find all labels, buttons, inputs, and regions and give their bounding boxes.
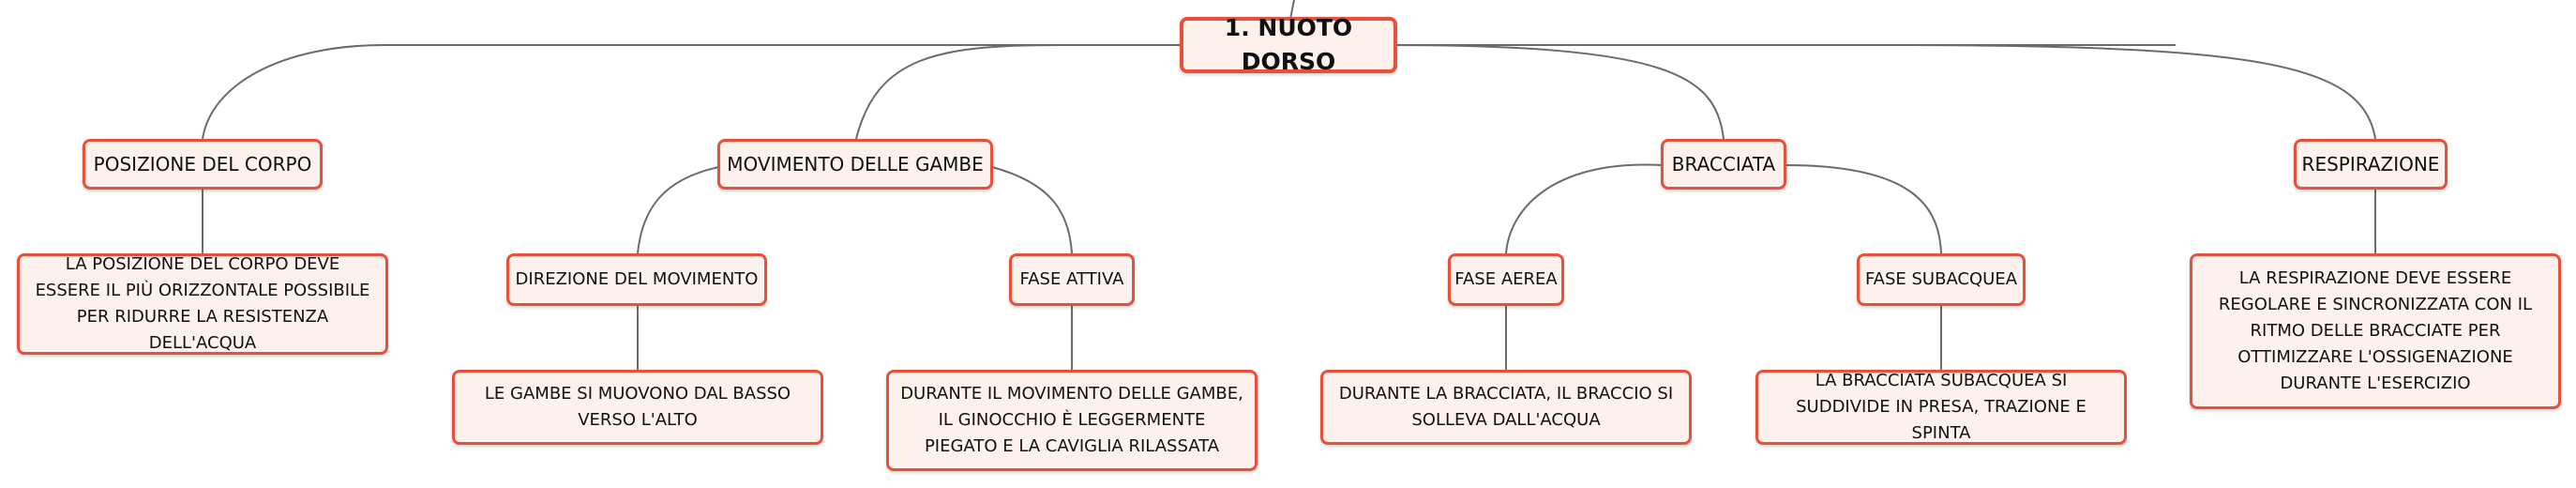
desc-text: LA BRACCIATA SUBACQUEA SI SUDDIVIDE IN P… [1796, 371, 2086, 443]
node-movimento-delle-gambe[interactable]: MOVIMENTO DELLE GAMBE [717, 139, 993, 190]
connector-root-parent [1289, 0, 1295, 20]
node-bracciata[interactable]: BRACCIATA [1661, 139, 1786, 190]
connector-root-gambe [855, 44, 1061, 140]
desc-posizione-del-corpo[interactable]: LA POSIZIONE DEL CORPO DEVE ESSERE IL PI… [17, 253, 388, 355]
node-label: MOVIMENTO DELLE GAMBE [727, 152, 984, 175]
connector-gambe-direzione [637, 166, 720, 254]
connector-root-respirazione [1875, 44, 2376, 140]
desc-fase-attiva[interactable]: DURANTE IL MOVIMENTO DELLE GAMBE, IL GIN… [886, 370, 1258, 471]
desc-text: DURANTE IL MOVIMENTO DELLE GAMBE, IL GIN… [900, 384, 1243, 456]
desc-text: DURANTE LA BRACCIATA, IL BRACCIO SI SOLL… [1338, 384, 1674, 430]
node-label: DIREZIONE DEL MOVIMENTO [515, 268, 759, 289]
node-fase-subacquea[interactable]: FASE SUBACQUEA [1857, 253, 2026, 306]
desc-text: LE GAMBE SI MUOVONO DAL BASSO VERSO L'AL… [484, 384, 791, 430]
node-label: FASE AEREA [1454, 268, 1558, 289]
root-label: 1. NUOTO DORSO [1224, 13, 1353, 75]
node-label: FASE ATTIVA [1019, 268, 1124, 289]
node-label: POSIZIONE DEL CORPO [93, 152, 312, 175]
connector-bracciata-fasesubacquea [1785, 164, 1942, 254]
node-posizione-del-corpo[interactable]: POSIZIONE DEL CORPO [83, 139, 323, 190]
desc-respirazione[interactable]: LA RESPIRAZIONE DEVE ESSERE REGOLARE E S… [2190, 253, 2561, 409]
node-respirazione[interactable]: RESPIRAZIONE [2294, 139, 2448, 190]
desc-direzione-del-movimento[interactable]: LE GAMBE SI MUOVONO DAL BASSO VERSO L'AL… [452, 370, 823, 445]
node-label: RESPIRAZIONE [2301, 152, 2440, 175]
connector-bracciata-faseaerea [1505, 163, 1663, 254]
desc-fase-aerea[interactable]: DURANTE LA BRACCIATA, IL BRACCIO SI SOLL… [1320, 370, 1692, 445]
connector-root-bracciata [1387, 44, 1725, 140]
desc-text: LA RESPIRAZIONE DEVE ESSERE REGOLARE E S… [2218, 268, 2533, 393]
desc-fase-subacquea[interactable]: LA BRACCIATA SUBACQUEA SI SUDDIVIDE IN P… [1755, 370, 2127, 445]
node-direzione-del-movimento[interactable]: DIREZIONE DEL MOVIMENTO [506, 253, 767, 306]
connector-root-posizione [202, 43, 1060, 140]
desc-text: LA POSIZIONE DEL CORPO DEVE ESSERE IL PI… [35, 254, 370, 353]
node-label: BRACCIATA [1671, 152, 1776, 175]
connector-gambe-faseattiva [991, 166, 1073, 254]
node-fase-aerea[interactable]: FASE AEREA [1448, 253, 1564, 306]
node-label: FASE SUBACQUEA [1864, 268, 2018, 289]
node-fase-attiva[interactable]: FASE ATTIVA [1009, 253, 1135, 306]
root-node[interactable]: 1. NUOTO DORSO [1180, 14, 1397, 75]
